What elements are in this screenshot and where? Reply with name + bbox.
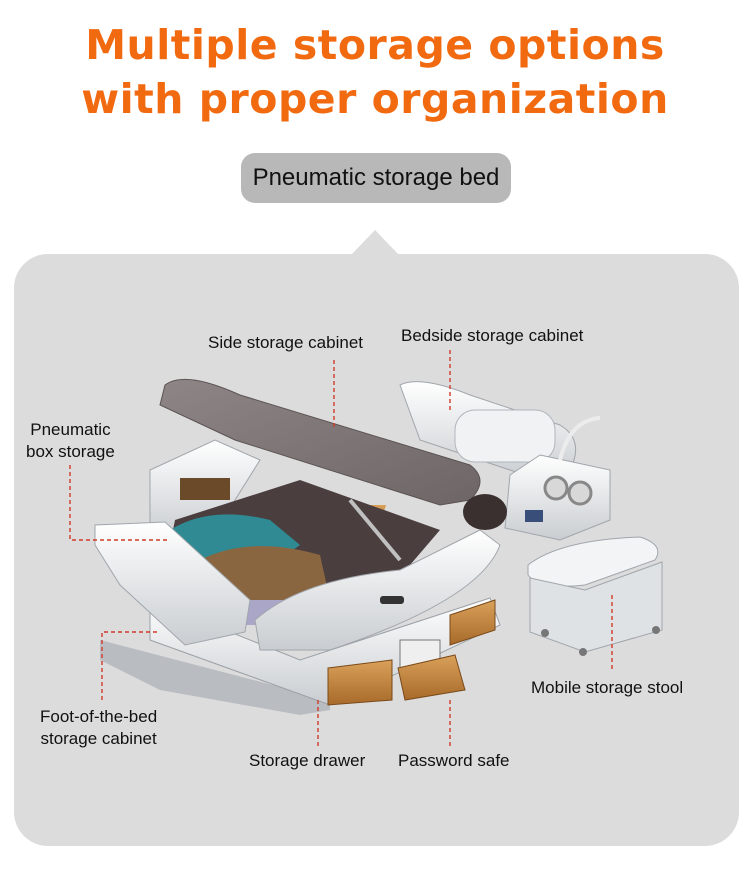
foot-bench: [94, 521, 251, 646]
reading-lamp: [558, 416, 601, 461]
leader-pneumatic: [69, 465, 170, 541]
label-storage-drawer: Storage drawer: [249, 751, 366, 770]
label-side-storage-cabinet: Side storage cabinet: [208, 333, 363, 352]
label-foot-line-2: storage cabinet: [40, 729, 157, 748]
bed-base: [100, 640, 330, 715]
side-cabinet-opening: [180, 478, 230, 500]
label-foot-of-bed-cabinet: Foot-of-the-bed storage cabinet: [40, 706, 157, 750]
label-mobile-storage-stool: Mobile storage stool: [531, 678, 684, 697]
label-foot-line-1: Foot-of-the-bed: [40, 707, 158, 726]
leader-lines: [69, 350, 613, 748]
safe-door: [397, 654, 466, 701]
label-bedside-storage-cabinet: Bedside storage cabinet: [401, 326, 584, 345]
stool-caster-1: [541, 629, 549, 637]
headline-line-2: with proper organization: [81, 75, 669, 123]
subtitle-pill: Pneumatic storage bed: [241, 153, 511, 203]
stool-caster-2: [579, 648, 587, 656]
headline-line-1: Multiple storage options: [85, 21, 665, 69]
headrest: [454, 409, 556, 463]
label-pneumatic-box-storage: Pneumatic box storage: [26, 419, 115, 463]
label-password-safe: Password safe: [398, 751, 510, 770]
leader-foot-cabinet: [101, 631, 160, 700]
remote-icon: [380, 596, 404, 604]
label-pneumatic-line-2: box storage: [26, 442, 115, 461]
storage-drawer-left: [327, 659, 393, 706]
stool-caster-3: [652, 626, 660, 634]
stool-body: [529, 561, 663, 653]
speaker-left-icon: [543, 475, 569, 501]
speaker-right-icon: [567, 480, 593, 506]
panel-pointer: [351, 230, 399, 255]
storage-drawer-right: [449, 599, 496, 646]
phone-icon: [525, 510, 543, 522]
label-pneumatic-line-1: Pneumatic: [30, 420, 111, 439]
front-rail: [254, 529, 501, 651]
headline: Multiple storage options with proper org…: [0, 18, 750, 126]
massage-pillow: [463, 494, 507, 530]
bed-frame-front: [149, 597, 501, 706]
gas-strut: [348, 498, 402, 562]
